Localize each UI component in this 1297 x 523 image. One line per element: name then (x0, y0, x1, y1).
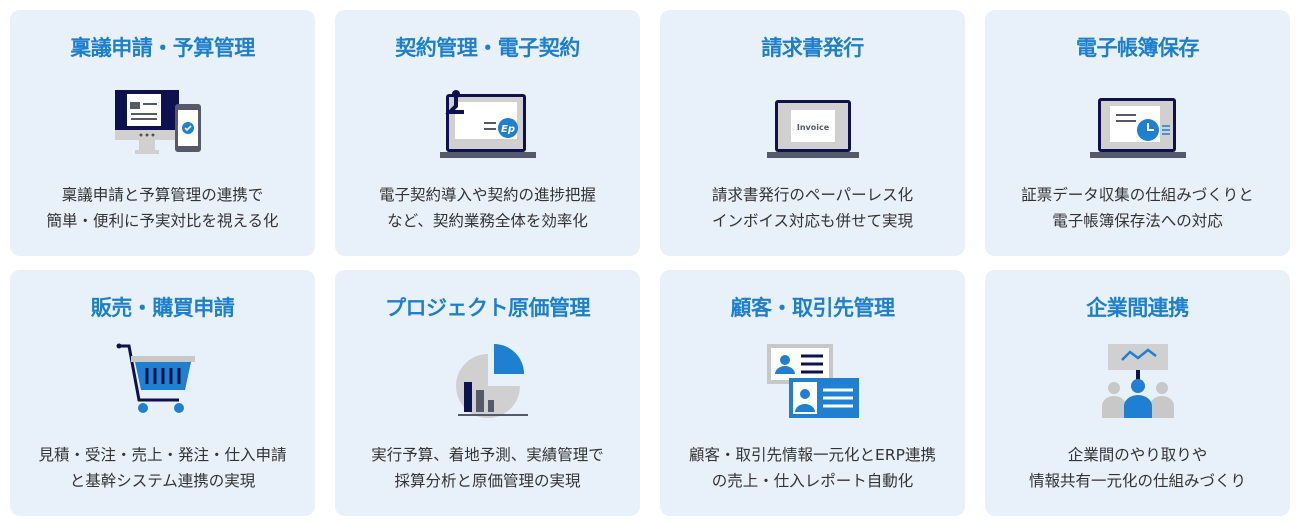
laptop-clock-icon (1089, 98, 1186, 158)
svg-text:Invoice: Invoice (796, 123, 829, 132)
card-customer[interactable]: 顧客・取引先管理 顧客・取引先情報一元化とERP連携の売上・仕入レポート自動化 (660, 270, 965, 516)
card-title: 販売・購買申請 (90, 296, 235, 320)
card-title: 請求書発行 (761, 36, 864, 60)
card-title: 契約管理・電子契約 (395, 36, 580, 60)
card-description: 電子契約導入や契約の進捗把握など、契約業務全体を効率化 (378, 186, 596, 230)
card-title: 企業間連携 (1086, 296, 1189, 320)
card-e-book[interactable]: 電子帳簿保存 証票データ収集の仕組みづくりと電子帳簿保存法への対応 (985, 10, 1290, 256)
card-title: 電子帳簿保存 (1076, 36, 1200, 60)
card-b2b[interactable]: 企業間連携 企業間のやり取りや情報共有一元化の仕組みづくり (985, 270, 1290, 516)
card-description: 稟議申請と予算管理の連携で簡単・便利に予実対比を視える化 (46, 186, 279, 230)
card-description: 実行予算、着地予測、実績管理で採算分析と原価管理の実現 (371, 446, 604, 490)
desktop-phone-check-icon (114, 90, 201, 154)
card-invoice[interactable]: 請求書発行 Invoice 請求書発行のペーパーレス化インボイス対応も併せて実現 (660, 10, 965, 256)
card-description: 見積・受注・売上・発注・仕入申請と基幹システム連携の実現 (38, 446, 287, 490)
laptop-stamp-icon: Ep (439, 90, 536, 158)
card-project-cost[interactable]: プロジェクト原価管理 実行予算、着地予測、実績管理で採算分析と原価管理の実現 (335, 270, 640, 516)
svg-text:Ep: Ep (501, 124, 515, 135)
card-description: 証票データ収集の仕組みづくりと電子帳簿保存法への対応 (1021, 186, 1254, 230)
feature-grid: 稟議申請・予算管理 稟議申請と予算管理の連携で簡単・便利に予実対比を視える化 契… (10, 10, 1290, 516)
card-sales-purchase[interactable]: 販売・購買申請 見積・受注・売上・発注・仕入申請と基幹システム連携の実現 (10, 270, 315, 516)
card-description: 請求書発行のペーパーレス化インボイス対応も併せて実現 (711, 186, 914, 230)
pie-bar-chart-icon (455, 344, 528, 418)
card-title: 稟議申請・予算管理 (70, 36, 255, 60)
laptop-invoice-icon: Invoice (766, 100, 859, 158)
contact-cards-icon (766, 344, 859, 418)
card-description: 顧客・取引先情報一元化とERP連携の売上・仕入レポート自動化 (689, 446, 936, 490)
card-title: 顧客・取引先管理 (730, 296, 896, 320)
card-title: プロジェクト原価管理 (385, 296, 591, 320)
card-ringi-budget[interactable]: 稟議申請・予算管理 稟議申請と予算管理の連携で簡単・便利に予実対比を視える化 (10, 10, 315, 256)
people-presentation-icon (1101, 344, 1174, 418)
card-description: 企業間のやり取りや情報共有一元化の仕組みづくり (1028, 446, 1246, 490)
shopping-cart-icon (116, 343, 195, 413)
card-contract[interactable]: 契約管理・電子契約 Ep 電子契約導入や契約の進捗把握など、契約業務全体を効率化 (335, 10, 640, 256)
